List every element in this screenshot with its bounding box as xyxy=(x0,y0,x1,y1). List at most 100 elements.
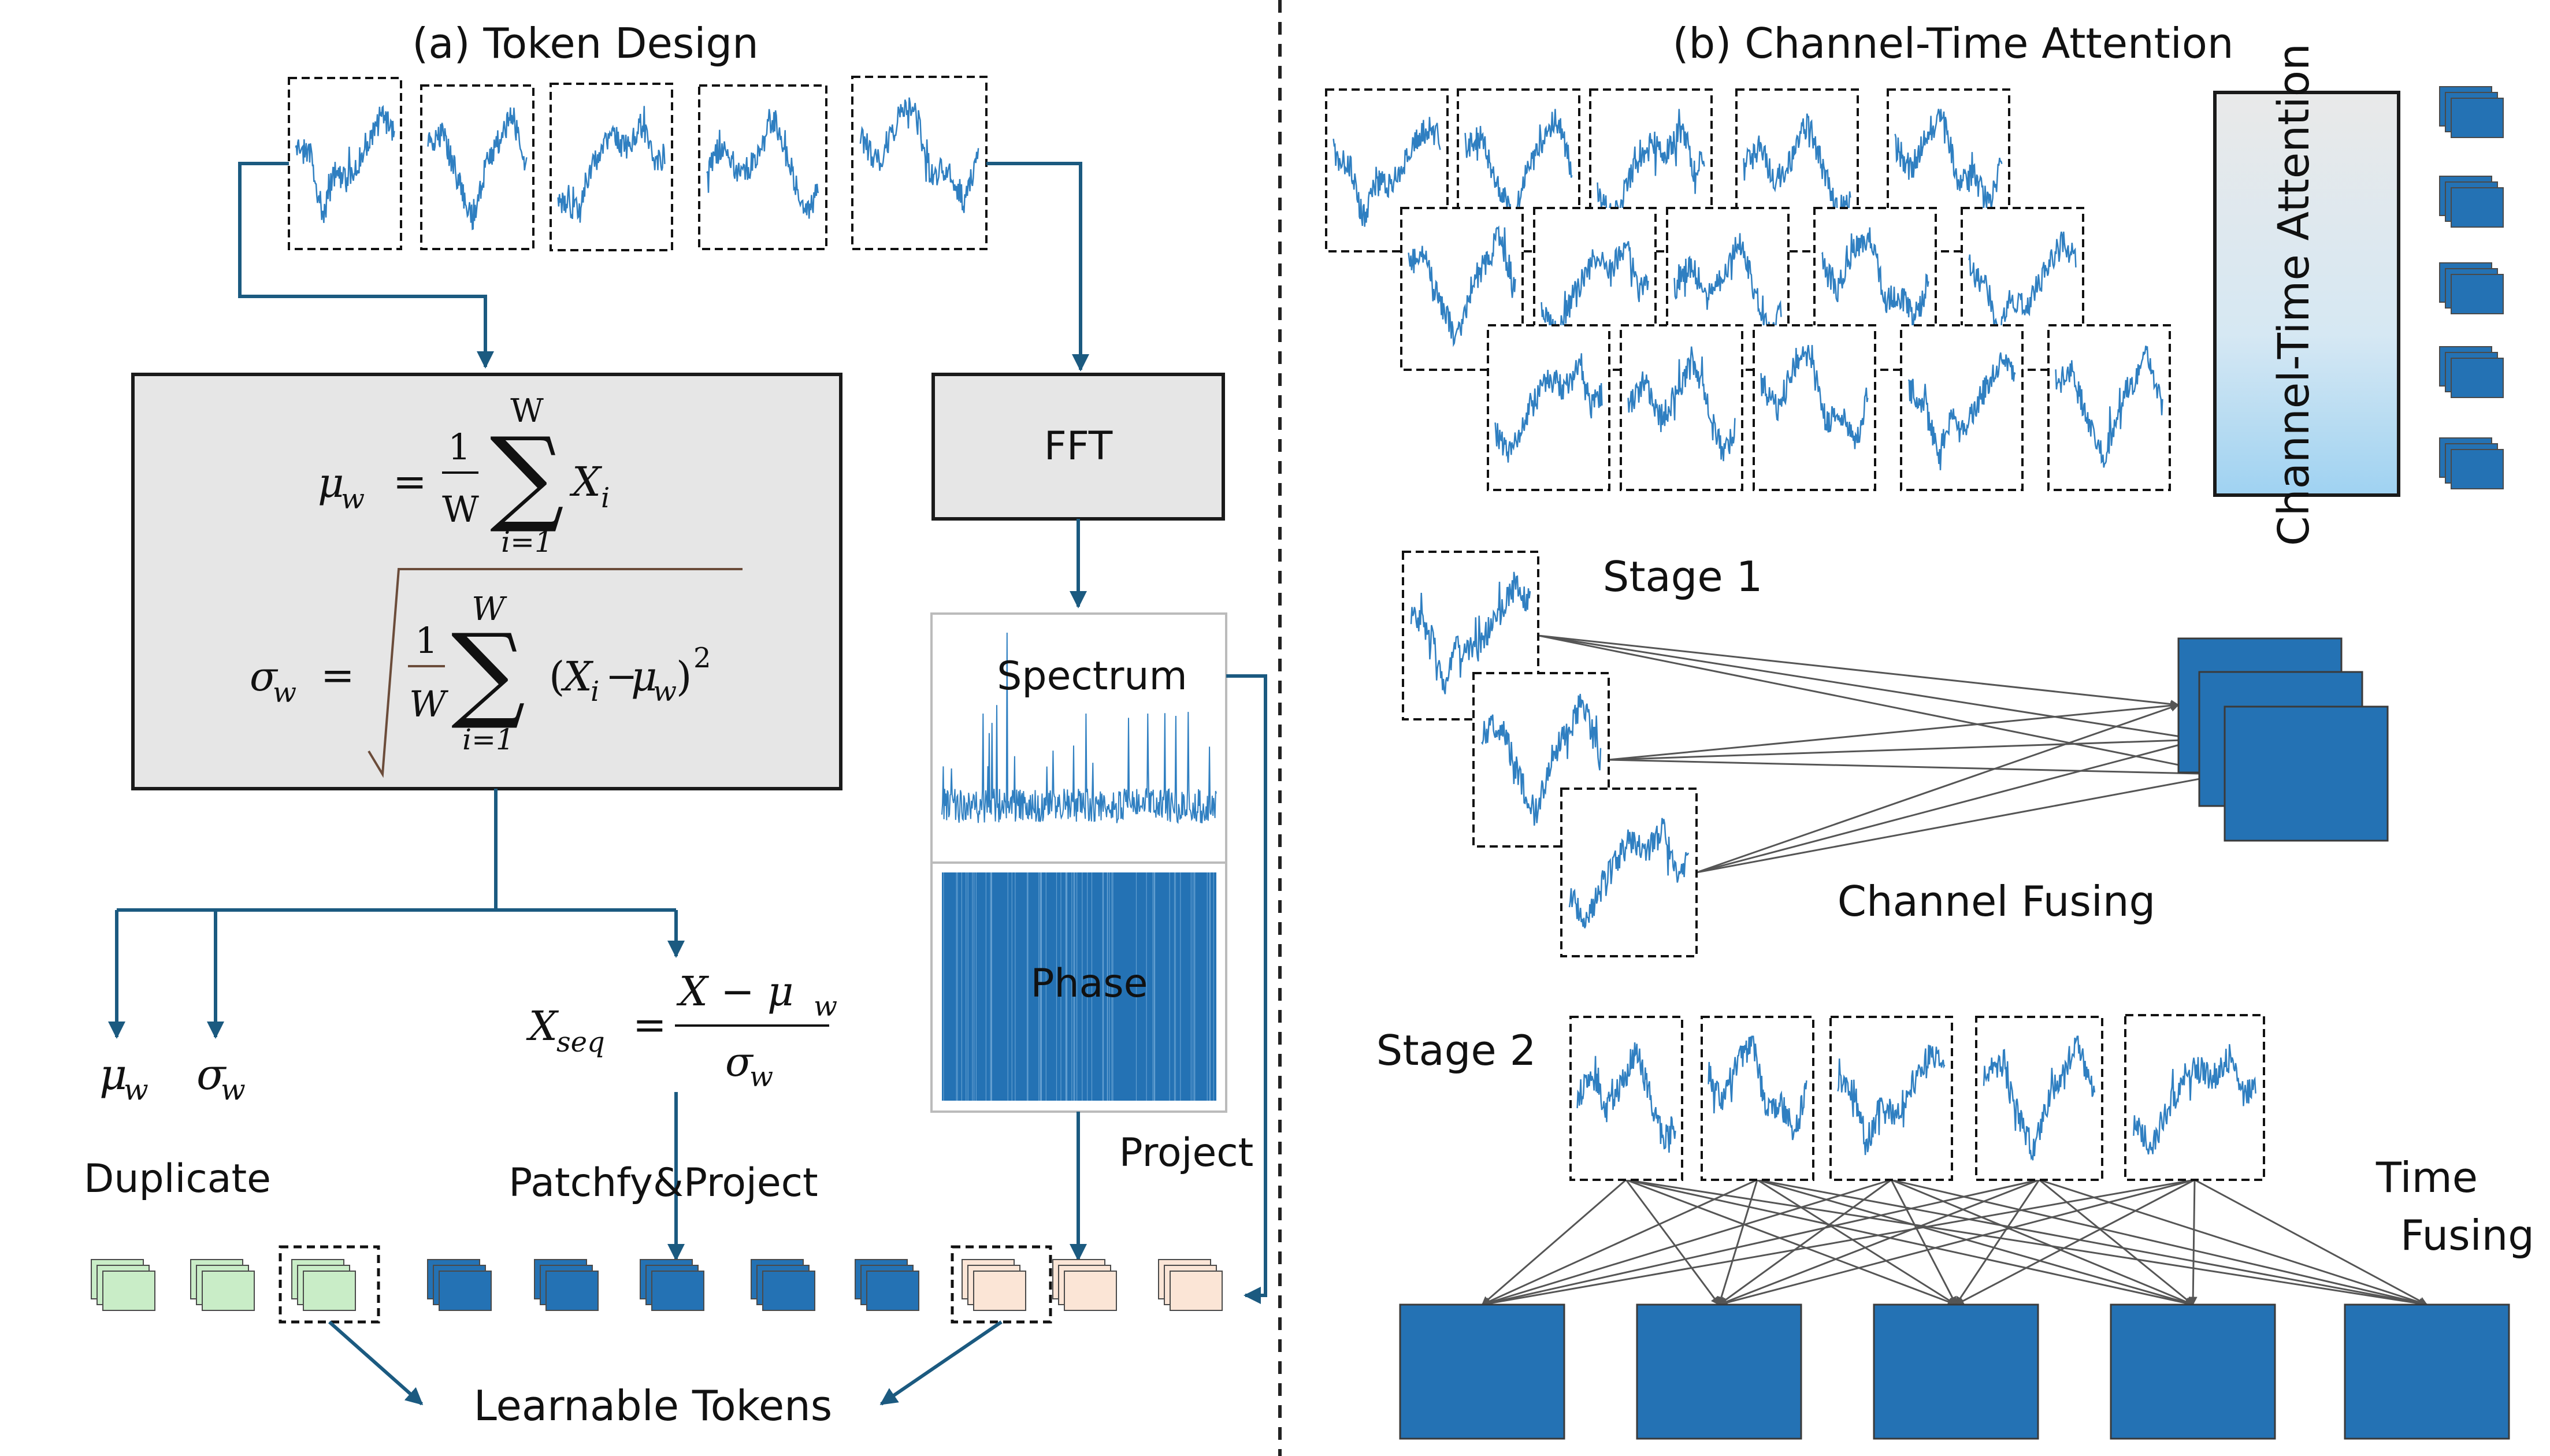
time-edge xyxy=(1717,1179,1758,1306)
formula-sigma: σ w = 1 W W ∑ i=1 ( X i − μ w ) 2 xyxy=(250,568,743,778)
series-trace xyxy=(1968,231,2077,346)
fusion-edge xyxy=(1696,737,2200,874)
patch-token-5 xyxy=(855,1259,919,1311)
xseq-den-sub: w xyxy=(749,1061,773,1093)
attention-token-3 xyxy=(2439,262,2504,314)
input-window-1 xyxy=(288,77,402,250)
stage2-window-4 xyxy=(1975,1016,2103,1181)
time-edge xyxy=(2039,1179,2428,1307)
time-edge xyxy=(1891,1179,2194,1306)
mu-term: X xyxy=(569,458,603,506)
learnable-peach-token-layer xyxy=(973,1271,1026,1311)
sigma-mu-sub: w xyxy=(653,675,677,708)
time-edge xyxy=(1757,1179,2428,1308)
series-trace xyxy=(1576,1042,1676,1153)
attention-token-1-layer xyxy=(2451,98,2504,138)
patch-token-4 xyxy=(751,1259,815,1311)
series-trace xyxy=(1673,233,1782,339)
mu-lhs: μ xyxy=(318,459,344,507)
token-row xyxy=(91,1259,1223,1311)
time-token-5 xyxy=(2344,1303,2510,1440)
arrow-to-stats xyxy=(238,162,494,369)
mu-eq: = xyxy=(393,458,427,506)
series-trace xyxy=(1983,1035,2096,1161)
attention-token-3-layer xyxy=(2451,274,2504,314)
arrow-learnable-1 xyxy=(328,1320,424,1406)
sigma-minus: − xyxy=(606,654,637,699)
series-trace xyxy=(1743,113,1851,231)
attention-token-2-layer xyxy=(2451,187,2504,228)
series-trace xyxy=(1568,818,1690,928)
fusion-edge xyxy=(1538,634,2226,777)
time-edge xyxy=(1481,1179,1627,1306)
series-trace xyxy=(1894,109,2003,210)
time-token-1 xyxy=(1399,1303,1565,1440)
sigma-open: ( xyxy=(549,653,565,700)
learnable-token-highlight-1 xyxy=(279,1245,380,1324)
fft-box xyxy=(931,373,1225,521)
time-edge xyxy=(1481,1179,1758,1306)
formula-xseq: X seq = X − μ w σ w xyxy=(526,968,837,1093)
time-edge xyxy=(2194,1179,2428,1306)
series-trace xyxy=(1410,571,1531,694)
attention-token-4-layer xyxy=(2451,358,2504,398)
time-edge xyxy=(1481,1179,2040,1308)
time-edge xyxy=(1481,1179,1892,1307)
channel-fusing-label: Channel Fusing xyxy=(1838,877,2155,926)
mu-token-layer xyxy=(102,1271,155,1311)
sigma-square: 2 xyxy=(693,642,711,674)
channel-window-13 xyxy=(1753,324,1876,491)
fusion-edge xyxy=(1608,735,2200,761)
sigma-lhs: σ xyxy=(250,653,279,700)
attention-token-1 xyxy=(2439,86,2504,138)
sigma-sum-top: W xyxy=(472,590,507,628)
spectrum-token xyxy=(1052,1259,1117,1311)
mu-den: W xyxy=(442,488,479,530)
arrow-to-fft xyxy=(986,162,1089,372)
fft-label: FFT xyxy=(1044,424,1113,469)
phase-plot xyxy=(942,872,1216,1101)
series-trace xyxy=(2055,346,2163,468)
spectrum-label: Spectrum xyxy=(997,653,1187,699)
attention-token-4 xyxy=(2439,346,2504,398)
time-edge xyxy=(1718,1179,1892,1306)
phase-label: Phase xyxy=(1030,961,1148,1006)
time-edge xyxy=(1757,1179,2194,1307)
stage2-label: Stage 2 xyxy=(1376,1026,1536,1075)
time-fused-tokens xyxy=(1399,1303,2510,1440)
xseq-lhs-sub: seq xyxy=(556,1026,605,1058)
channel-window-15 xyxy=(2047,324,2171,491)
sigma-den: W xyxy=(409,683,448,725)
sigma-symbol: σ xyxy=(196,1050,227,1100)
input-window-4 xyxy=(698,84,827,250)
series-trace xyxy=(557,106,666,223)
mu-symbol: μ xyxy=(99,1050,127,1100)
time-edge xyxy=(2188,1179,2198,1306)
series-trace xyxy=(1708,1035,1807,1141)
panel-a-title: (a) Token Design xyxy=(412,19,759,68)
learnable-green-token xyxy=(291,1259,356,1311)
arrow-spectrum-project xyxy=(1226,674,1267,1304)
input-windows xyxy=(288,76,988,251)
xseq-num: X − μ xyxy=(676,968,793,1015)
fusion-edge xyxy=(1608,701,2180,761)
channel-window-12 xyxy=(1620,324,1743,491)
project-label: Project xyxy=(1119,1130,1254,1176)
series-trace xyxy=(1627,346,1736,462)
panel-b-title: (b) Channel-Time Attention xyxy=(1672,19,2233,68)
learnable-peach-token xyxy=(962,1259,1026,1311)
series-trace xyxy=(427,107,528,231)
fused-token-3 xyxy=(2224,705,2389,842)
time-token-2 xyxy=(1636,1303,1802,1440)
fusion-edge xyxy=(1538,634,2200,743)
series-trace xyxy=(1907,352,2016,470)
sigma-token-layer xyxy=(202,1271,255,1311)
series-trace xyxy=(295,105,395,223)
time-edge xyxy=(1625,1179,1957,1306)
patchfy-label: Patchfy&Project xyxy=(508,1160,818,1206)
mu-term-sub: i xyxy=(601,482,610,514)
time-edge xyxy=(2039,1179,2194,1306)
attention-token-5 xyxy=(2439,437,2504,489)
phase-block xyxy=(942,872,1216,1101)
xseq-num-sub: w xyxy=(814,990,837,1023)
